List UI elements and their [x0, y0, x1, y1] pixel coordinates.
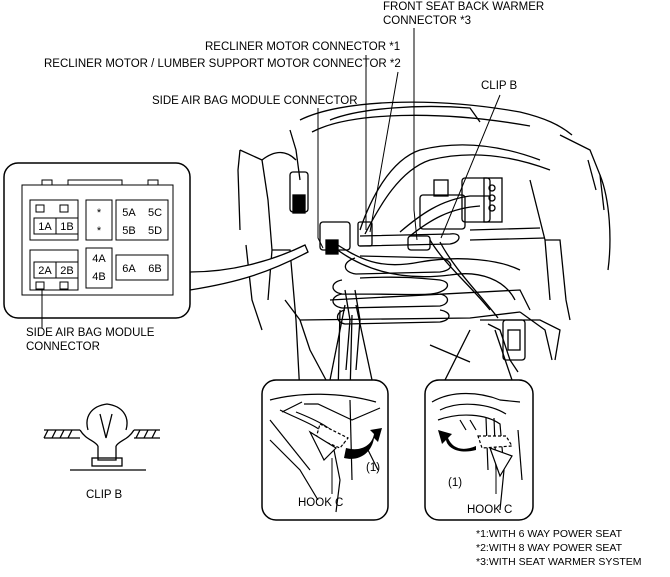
hook-c-left-label: HOOK C: [298, 497, 343, 509]
rotate-arrow-left-icon: [344, 428, 382, 459]
harness-wire-2: [334, 247, 516, 301]
recliner-lumbar-connector-label: RECLINER MOTOR / LUMBER SUPPORT MOTOR CO…: [44, 58, 401, 70]
leader-lines: [317, 28, 501, 249]
front-seat-back-warmer-label: FRONT SEAT BACK WARMER: [383, 1, 544, 13]
leader-clip-b: [440, 94, 501, 239]
inset-callout-wedge: [189, 244, 309, 291]
side-air-bag-connector-label: SIDE AIR BAG MODULE CONNECTOR: [152, 95, 358, 107]
pin-4b: 4B: [92, 271, 105, 283]
hook-c-right-frame: [424, 379, 534, 521]
recliner-motor-connector-label: RECLINER MOTOR CONNECTOR *1: [205, 41, 400, 53]
pin-1a: 1A: [38, 221, 52, 233]
step-left-label: (1): [366, 462, 380, 474]
pin-6a: 6A: [122, 263, 136, 275]
clip-b-head: [86, 403, 128, 431]
hook-c-right-label: HOOK C: [467, 504, 512, 516]
backrest-top-inner: [311, 114, 531, 133]
harness-wire-1: [329, 239, 521, 271]
backrest-top-outline: [299, 101, 573, 136]
leader-side-airbag: [317, 108, 324, 249]
side-air-bag-inset-label: SIDE AIR BAG MODULE: [26, 327, 155, 339]
pin-5b: 5B: [122, 225, 135, 237]
pin-star-1: *: [97, 207, 102, 219]
footnote-6-way: *1:WITH 6 WAY POWER SEAT: [476, 528, 623, 540]
seat-frame-drawing: [237, 101, 611, 396]
clip-b-body: [407, 235, 431, 251]
footnote-8-way: *2:WITH 8 WAY POWER SEAT: [476, 542, 623, 554]
footnote-seat-warmer: *3:WITH SEAT WARMER SYSTEM: [476, 556, 642, 568]
leader-recliner-lumbar: [369, 71, 399, 233]
inset-callout-lines: [329, 304, 513, 381]
pin-star-2: *: [97, 225, 102, 237]
pin-1b: 1B: [60, 221, 73, 233]
pin-2a: 2A: [38, 265, 52, 277]
clip-b-label-top: CLIP B: [481, 80, 518, 92]
pin-2b: 2B: [60, 265, 73, 277]
front-seat-back-warmer-label-2: CONNECTOR *3: [383, 15, 471, 27]
step-right-label: (1): [448, 477, 462, 489]
connector-face: [21, 179, 174, 296]
pin-5d: 5D: [148, 225, 162, 237]
connector-pin-labels: 1A 1B 2A 2B * * 4A 4B 5A 5C 5B 5D 6A 6B: [38, 207, 162, 283]
clip-b-label-bottom: CLIP B: [86, 489, 123, 501]
pin-4a: 4A: [92, 253, 106, 265]
hook-c-left-inset: (1): [261, 379, 389, 521]
pin-1b-cell: [55, 217, 79, 235]
hook-c-right-inset: (1): [424, 379, 534, 521]
pin-2b-cell: [55, 261, 79, 279]
seat-warmer-connector-body: [419, 194, 466, 230]
clip-b-detail: [43, 403, 160, 471]
pin-5c: 5C: [148, 207, 162, 219]
pin-5a: 5A: [122, 207, 136, 219]
rotate-arrow-right-icon: [438, 430, 476, 452]
leader-seat-warmer: [413, 28, 418, 241]
recliner-connector-body: [357, 221, 373, 247]
pin-6b: 6B: [148, 263, 161, 275]
side-air-bag-inset-label-2: CONNECTOR: [26, 341, 100, 353]
